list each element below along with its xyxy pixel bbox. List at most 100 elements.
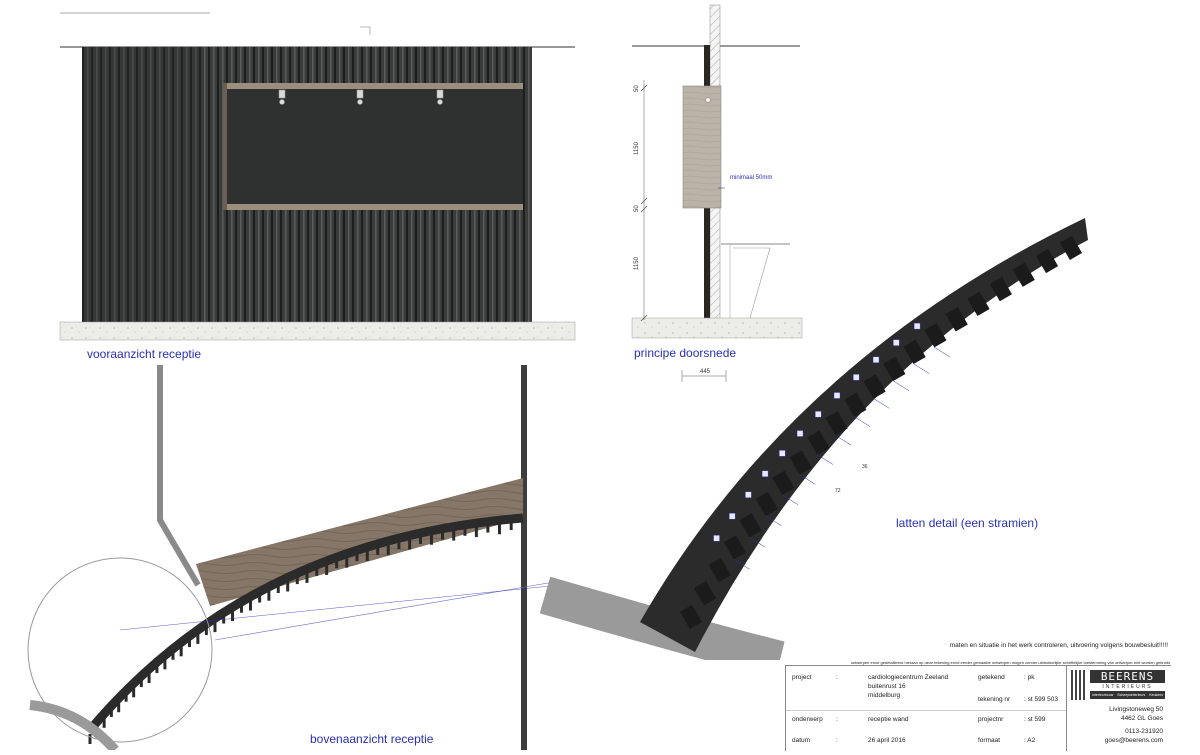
logo-text: BEERENS [1090, 670, 1165, 683]
dim-1150-upper: 1150 [634, 141, 640, 155]
front-view-drawing [59, 12, 576, 341]
curved-slat-wall [86, 513, 524, 733]
detail-dim-marker [853, 374, 860, 381]
detail-slat-band [640, 218, 1088, 652]
slat [204, 627, 208, 635]
tekening-value: : st 599 503 [1024, 696, 1058, 703]
onderwerp-value: receptie wand [868, 716, 909, 723]
slat [509, 523, 513, 531]
slat [474, 527, 478, 538]
datum-value: 26 april 2016 [868, 737, 906, 744]
top-view-drawing [27, 365, 596, 754]
detail-view: 72 36 latten detail (een stramien) [539, 210, 1100, 679]
front-view-title: vooraanzicht receptie [87, 347, 202, 361]
front-view: vooraanzicht receptie [55, 5, 580, 361]
detail-slat [739, 513, 762, 538]
slat [147, 672, 151, 683]
detail-view-drawing: 72 36 [539, 218, 1088, 679]
slat [325, 564, 329, 575]
detail-slat [967, 291, 990, 317]
formaat-value: : A2 [1024, 737, 1036, 744]
logo-sub: INTERIEURS [1102, 684, 1153, 690]
slat [267, 590, 271, 601]
slat [463, 528, 467, 536]
detail-dim-line [781, 494, 799, 505]
datum-sep: : [836, 737, 838, 744]
slat [486, 525, 490, 533]
detail-dim-marker [833, 392, 841, 399]
detail-slat [807, 430, 830, 455]
detail-slat [708, 557, 731, 583]
project-label: project [792, 674, 812, 681]
detail-dim-line [816, 454, 834, 465]
section-view: 50 1150 50 1150 minimaal 50mm 445 princi… [600, 0, 810, 390]
slat [163, 659, 167, 670]
detail-dim-line [733, 559, 750, 570]
getekend-value: : pk [1024, 674, 1035, 681]
title-block: project : cardiologiecentrum Zeeland bui… [785, 665, 1171, 751]
detail-dim-line [892, 380, 910, 391]
detail-dim-line [765, 515, 782, 526]
slat [276, 586, 280, 593]
slat [187, 640, 191, 648]
detail-dim-marker [893, 339, 900, 346]
tekening-label: tekening nr [978, 696, 1011, 703]
detail-slat [1059, 235, 1083, 260]
detail-dim-marker [872, 356, 880, 363]
detail-slat [694, 581, 717, 606]
slat [335, 561, 339, 569]
slat [376, 547, 380, 555]
detail-dim-line [913, 363, 930, 374]
slat [441, 532, 445, 540]
top-view-title: bovenaanzicht receptie [310, 732, 434, 746]
detail-slat [924, 323, 947, 348]
project-line-1: cardiologiecentrum Zeeland [868, 674, 949, 681]
phone: 0113-231920 [1125, 728, 1163, 735]
slat [213, 622, 217, 633]
project-line-3: middelburg [868, 692, 901, 699]
detail-dim-line [835, 435, 852, 446]
detail-slat [945, 307, 968, 332]
logo-tag-2: Scheepsinterieurs [1117, 693, 1146, 697]
detail-dim-marker [913, 322, 921, 330]
section-view-drawing: 50 1150 50 1150 minimaal 50mm 445 [631, 4, 803, 382]
slat [222, 616, 226, 624]
notes-line-1: maten en situatie in het werk controlere… [949, 642, 1168, 649]
detail-slat [825, 411, 848, 436]
detail-slat [723, 535, 746, 560]
slat [179, 646, 183, 657]
detail-slat [772, 470, 795, 496]
address-line-2: 4462 GL Goes [1120, 715, 1163, 722]
project-line-2: buitenrust 16 [868, 683, 906, 690]
detail-slat [844, 392, 867, 417]
slat [286, 581, 290, 592]
dim-50-top: 50 [634, 85, 640, 92]
detail-slat [883, 356, 906, 382]
detail-dim-marker [815, 411, 822, 418]
slat [117, 702, 121, 713]
slat [365, 550, 369, 561]
logo-tag-1: Interieurbouw [1092, 693, 1114, 697]
slat [155, 666, 159, 674]
detail-slat [755, 491, 778, 517]
slat [231, 611, 235, 622]
detail-dim-36: 36 [862, 464, 868, 470]
detail-slat [989, 276, 1012, 302]
slat [124, 694, 128, 702]
slat [345, 557, 349, 568]
dim-445: 445 [700, 369, 711, 375]
detail-dim-line [933, 346, 951, 358]
detail-dim-marker [796, 430, 804, 437]
formaat-label: formaat [978, 737, 1001, 744]
detail-slat [679, 604, 703, 630]
detail-dim-line [853, 416, 871, 427]
company-logo: BEERENS INTERIEURS Interieurbouw Scheeps… [1071, 670, 1165, 700]
min-50mm-note: minimaal 50mm [730, 175, 772, 181]
onderwerp-sep: : [836, 716, 838, 723]
slat [171, 652, 175, 660]
slat [452, 530, 456, 541]
slat [397, 542, 401, 550]
detail-view-title: latten detail (een stramien) [896, 516, 1039, 530]
address-line-1: Livingstoneweg 50 [1109, 706, 1163, 713]
slat [139, 680, 143, 688]
